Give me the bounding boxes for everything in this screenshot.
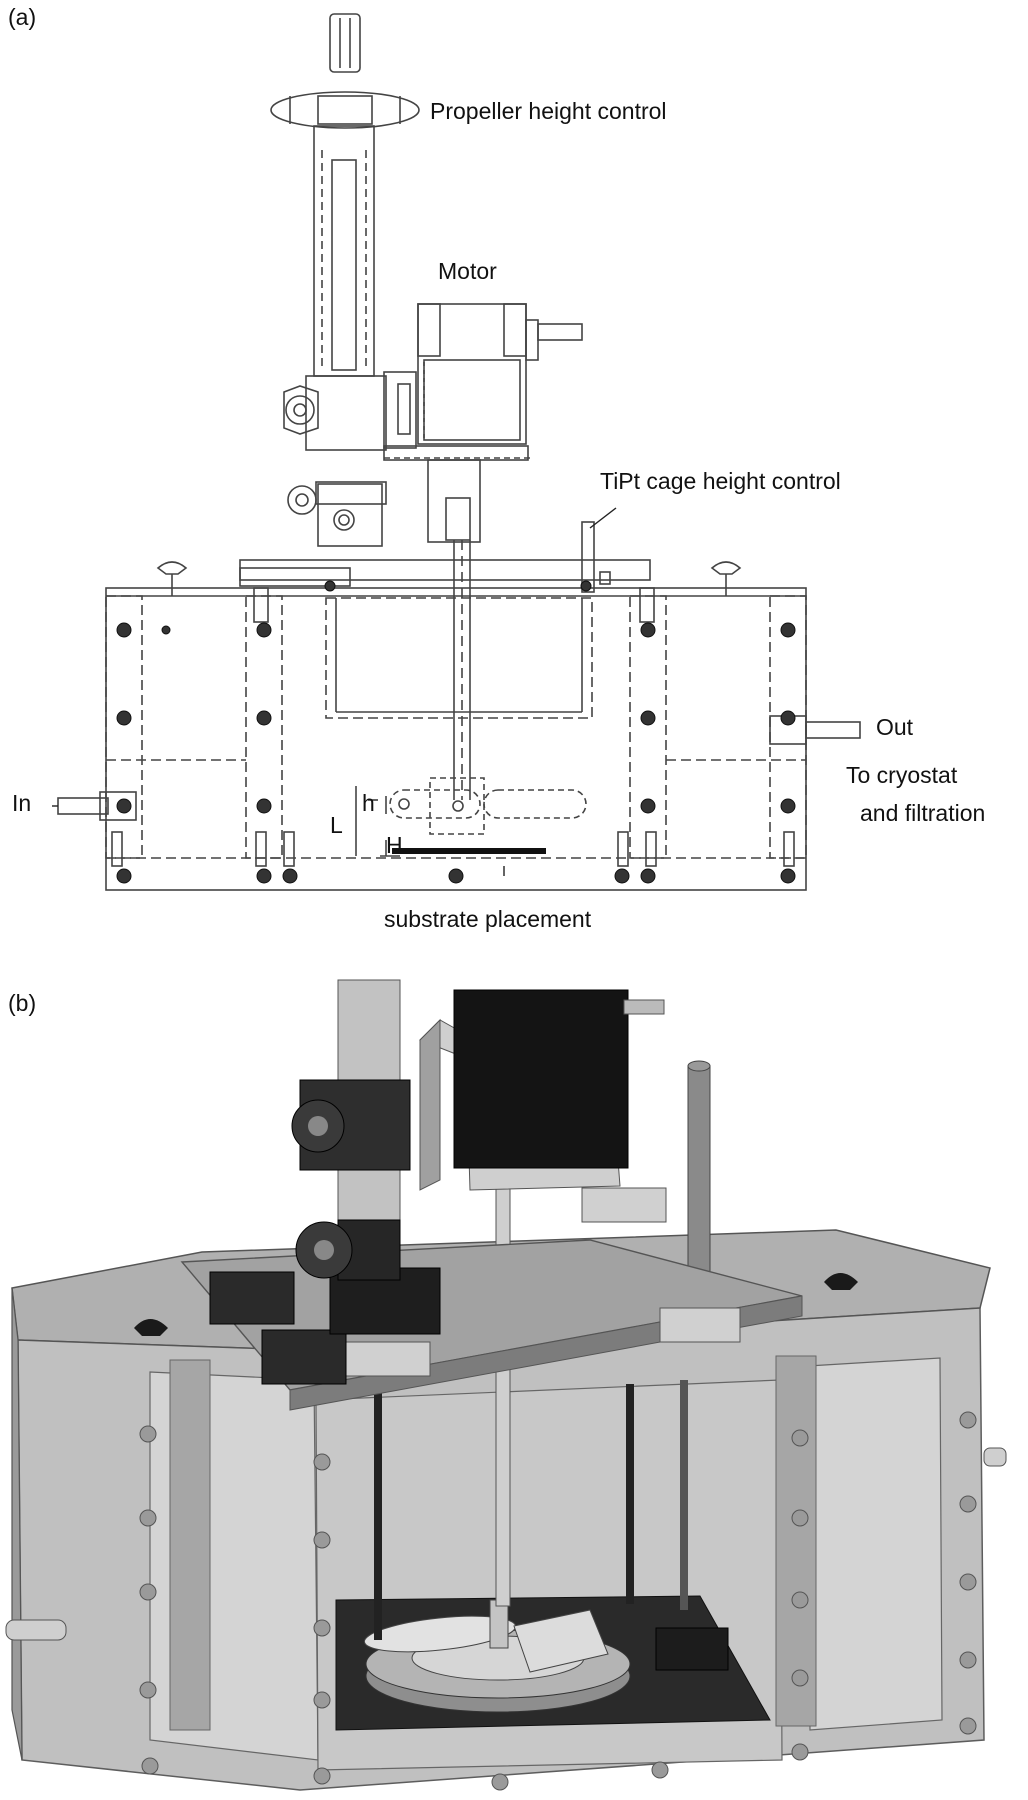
tipt-cage bbox=[325, 597, 593, 719]
to-cryostat-label-1: To cryostat bbox=[846, 762, 958, 788]
motor-body-3d bbox=[453, 989, 629, 1169]
motor-label: Motor bbox=[438, 258, 497, 284]
tipt-height-label: TiPt cage height control bbox=[600, 468, 841, 494]
in-label: In bbox=[12, 790, 32, 816]
panel-a-letter: (a) bbox=[8, 4, 37, 30]
dim-h-label: h bbox=[362, 790, 375, 816]
motor-housing bbox=[417, 303, 527, 445]
propeller-height-label: Propeller height control bbox=[430, 98, 667, 124]
panel-b-letter: (b) bbox=[8, 990, 37, 1016]
inlet-pipe-3d bbox=[5, 1619, 67, 1641]
out-label: Out bbox=[876, 714, 914, 740]
to-cryostat-label-2: and filtration bbox=[860, 800, 986, 826]
dim-H-label: H bbox=[386, 832, 403, 858]
propeller-blade-right bbox=[513, 1609, 609, 1673]
substrate-bar bbox=[392, 848, 546, 854]
lid-knob-right bbox=[824, 1273, 858, 1290]
substrate-placement-label: substrate placement bbox=[384, 906, 592, 932]
panel-a-drawing bbox=[52, 13, 861, 891]
cage-rod-left bbox=[374, 1390, 382, 1640]
lid-knob-left bbox=[134, 1319, 168, 1336]
tipt-rod bbox=[581, 521, 595, 593]
outlet-pipe-3d bbox=[983, 1447, 1007, 1467]
lower-clamp bbox=[317, 483, 383, 547]
knob-top bbox=[329, 13, 361, 73]
cage-rod-right bbox=[626, 1384, 634, 1604]
handwheel bbox=[270, 91, 420, 129]
dim-L-label: L bbox=[330, 812, 343, 838]
